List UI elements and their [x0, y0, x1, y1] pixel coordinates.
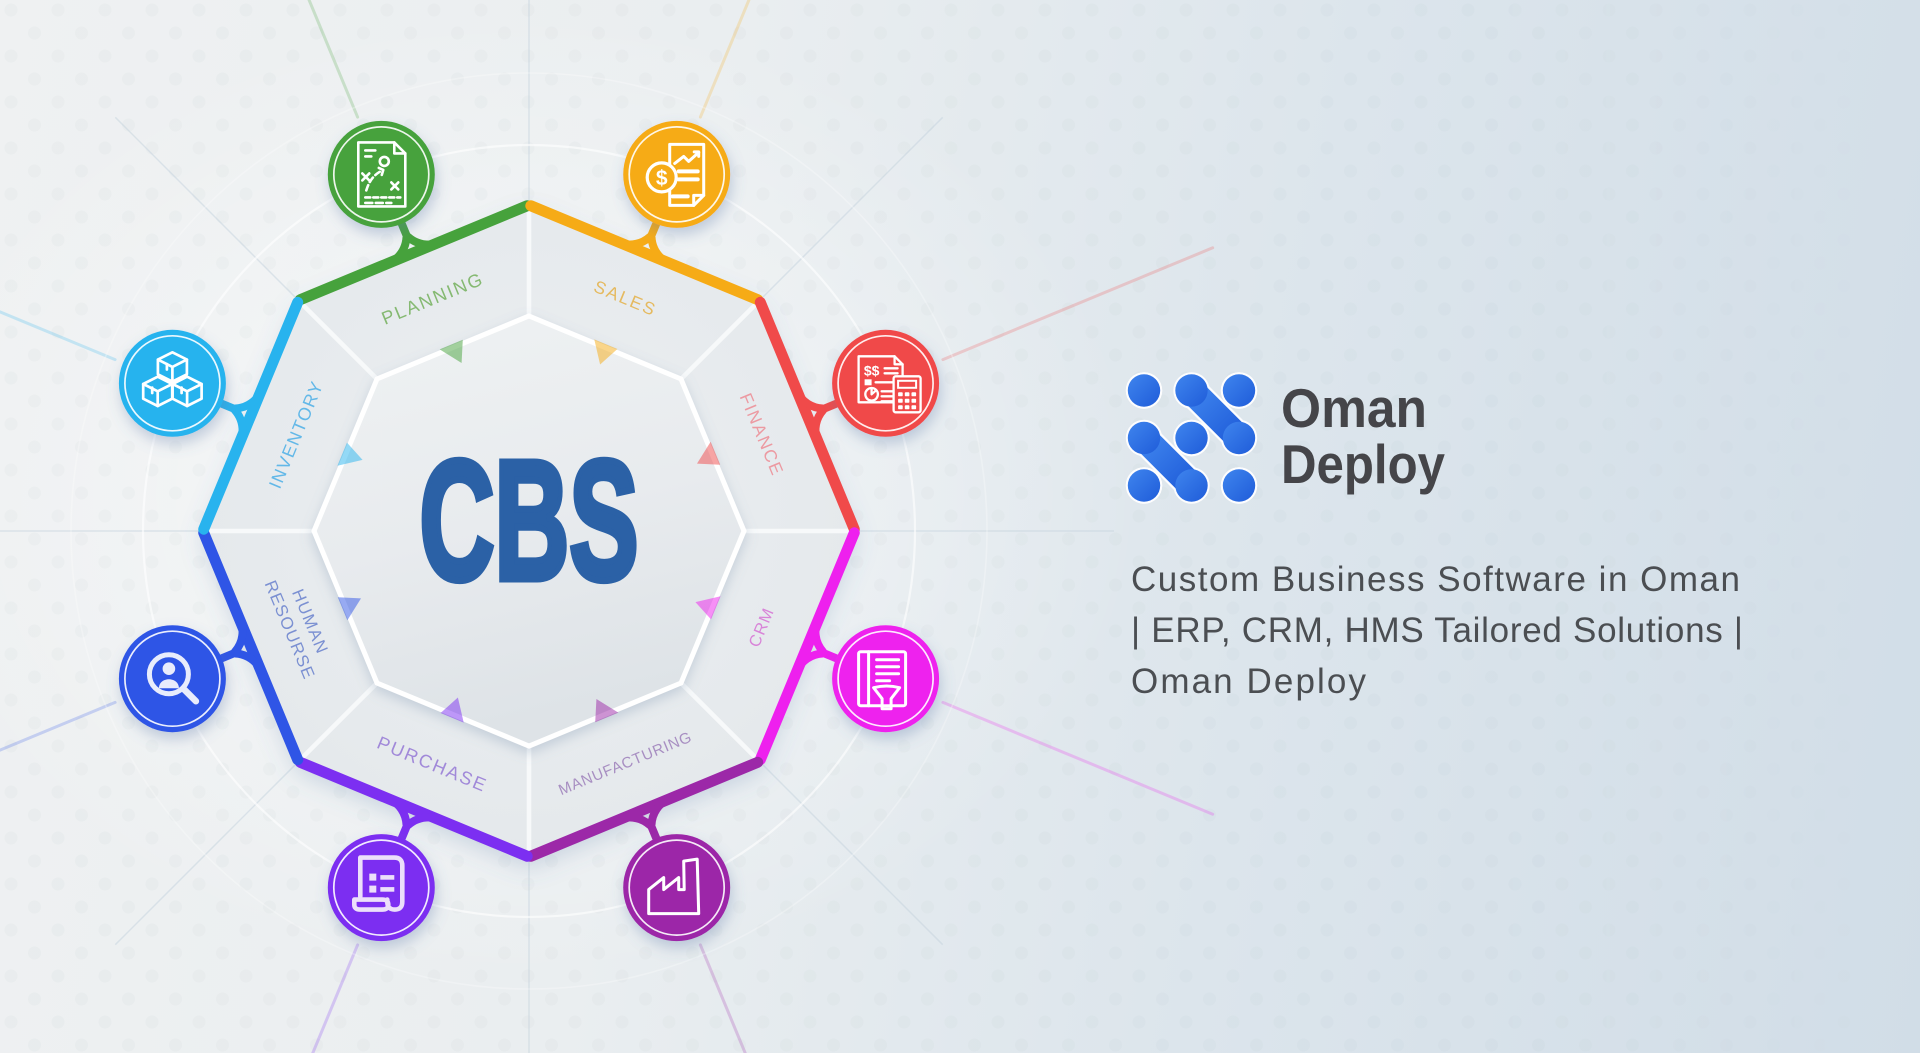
- svg-text:Oman: Oman: [1281, 377, 1427, 439]
- svg-text:Oman Deploy: Oman Deploy: [1131, 662, 1367, 701]
- svg-text:Deploy: Deploy: [1281, 433, 1445, 495]
- svg-text:Custom Business Software in Om: Custom Business Software in Oman: [1131, 560, 1740, 599]
- svg-text:$: $: [656, 167, 668, 190]
- svg-text:CBS: CBS: [420, 426, 639, 616]
- svg-text:$$: $$: [864, 362, 880, 378]
- svg-text:| ERP, CRM, HMS Tailored Solut: | ERP, CRM, HMS Tailored Solutions |: [1131, 611, 1743, 650]
